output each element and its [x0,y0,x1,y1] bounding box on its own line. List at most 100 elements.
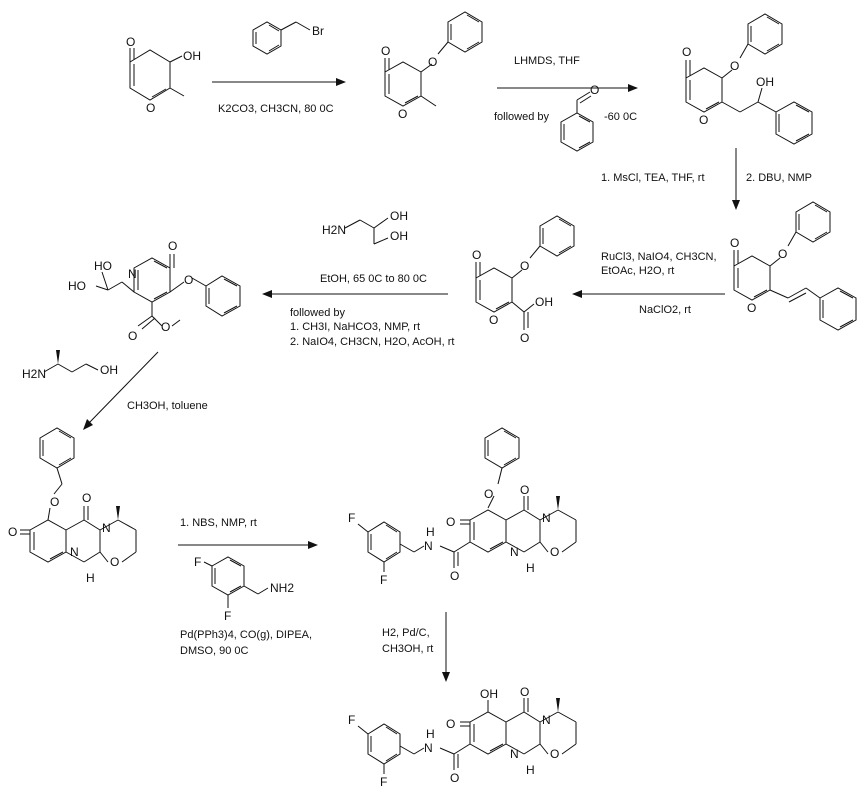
atom-o: O [110,555,119,569]
dolutegravir-structure: OH O O O N H N N O H F F [348,685,577,789]
atom-o: O [398,107,407,121]
atom-o: O [50,495,59,509]
atom-o: O [730,236,739,250]
atom-h: H [526,561,535,575]
arrow-step3 [732,148,740,210]
atom-o: O [699,113,708,127]
atom-f: F [348,511,355,525]
condition-step5-line3: 1. CH3I, NaHCO3, NMP, rt [290,321,420,333]
difluorobenzylamine-structure: F F NH2 [194,555,294,623]
atom-o: O [128,329,137,343]
atom-o: O [550,545,559,559]
maltol-structure: O OH O [126,35,201,115]
atom-oh: OH [183,49,201,63]
atom-o: O [489,313,498,327]
condition-step4-line3: NaClO2, rt [639,304,691,316]
atom-n: N [542,713,551,727]
atom-o-methyl: O [161,320,170,334]
arrow-step8 [442,612,450,682]
condition-step5-line4: 2. NaIO4, CH3CN, H2O, AcOH, rt [290,336,454,348]
atom-o: O [450,771,459,785]
atom-o: O [428,55,437,69]
benzaldehyde-structure: O [560,83,599,152]
tricyclic-benzyl-structure: O O O N N O H [8,427,137,585]
atom-o: O [446,515,455,529]
atom-f: F [194,555,201,569]
atom-n: N [510,545,519,559]
atom-h2n: H2N [322,223,346,237]
atom-n: N [542,511,551,525]
arrow-step6 [83,351,159,430]
atom-n: N [424,539,433,553]
arrow-step4 [572,290,725,298]
atom-o: O [446,717,455,731]
atom-o: O [747,301,756,315]
atom-o: O [472,248,481,262]
styryl-pyranone-structure: O O O [730,201,857,331]
atom-h2n: H2N [22,367,46,381]
atom-o: O [146,101,155,115]
atom-f: F [224,609,231,623]
atom-oh: OH [480,687,498,701]
pyridinone-diol-structure: O O N HO HO O O [68,239,241,343]
condition-step1: K2CO3, CH3CN, 80 0C [218,103,334,115]
condition-step3-dbu: 2. DBU, NMP [746,172,812,184]
atom-ho: HO [94,259,112,273]
atom-nh2: NH2 [270,581,294,595]
atom-oh: OH [390,229,408,243]
atom-f: F [348,713,355,727]
atom-o: O [168,239,177,253]
atom-f: F [380,573,387,587]
condition-step5-line2: followed by [290,307,346,319]
condition-step4-line1: RuCl3, NaIO4, CH3CN, [601,251,717,263]
aminobutanol-structure: H2N OH [22,350,118,381]
atom-oh: OH [390,209,408,223]
atom-h: H [426,525,435,539]
atom-o: O [550,747,559,761]
atom-o: O [520,259,529,273]
atom-n: N [510,747,519,761]
atom-o: O [126,35,135,49]
condition-step2-followed: followed by [494,111,550,123]
condition-step7-nbs: 1. NBS, NMP, rt [180,517,257,529]
atom-f: F [380,775,387,789]
atom-o: O [682,45,691,59]
atom-oh: OH [756,75,774,89]
alcohol-intermediate-structure: O O OH O [682,13,813,145]
atom-o: O [520,331,529,345]
atom-ho: HO [68,279,86,293]
atom-o: O [484,487,493,501]
atom-oh: OH [100,363,118,377]
atom-o: O [8,525,17,539]
atom-o: O [520,685,529,699]
atom-n: N [102,521,111,535]
arrow-step5 [262,290,448,298]
condition-step8-line1: H2, Pd/C, [382,627,430,639]
condition-step7-dmso: DMSO, 90 0C [180,645,249,657]
condition-step4-line2: EtOAc, H2O, rt [601,265,674,277]
condition-step3-mscl: 1. MsCl, TEA, THF, rt [601,172,705,184]
atom-o: O [184,273,193,287]
atom-n: N [128,267,137,281]
condition-step6: CH3OH, toluene [127,400,208,412]
arrow-step2 [497,84,638,92]
condition-step5-line1: EtOH, 65 0C to 80 0C [320,273,427,285]
condition-step8-line2: CH3OH, rt [382,643,433,655]
atom-o: O [730,59,739,73]
atom-h: H [86,571,95,585]
atom-oh: OH [535,295,553,309]
pyranone-acid-structure: O O O OH O [472,215,575,345]
atom-o: O [778,247,787,261]
atom-h: H [426,727,435,741]
atom-n: N [70,545,79,559]
aminopropanediol-structure: H2N OH OH [322,209,408,245]
atom-o: O [450,569,459,583]
atom-br: Br [312,24,324,38]
arrow-step1 [212,78,346,86]
condition-step7-pd: Pd(PPh3)4, CO(g), DIPEA, [180,629,312,641]
atom-o: O [520,483,529,497]
atom-n: N [424,741,433,755]
atom-h: H [526,763,535,777]
benzyl-dolutegravir-structure: O O O O N H N N O H F F [348,427,577,587]
atom-o: O [381,44,390,58]
